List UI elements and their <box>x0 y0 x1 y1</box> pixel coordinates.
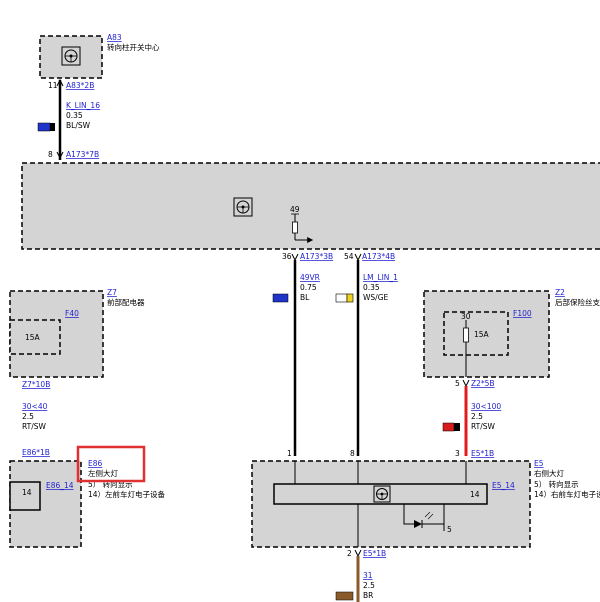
31-signal-link[interactable]: 31 <box>363 571 373 580</box>
z2-component[interactable] <box>423 290 550 378</box>
k-lin-color-code: BL/SW <box>66 121 91 130</box>
f100-pin: 30 <box>461 312 471 321</box>
e5-1b-ref-link[interactable]: E5*1B <box>471 449 494 458</box>
30-100-gauge: 2.5 <box>471 412 483 421</box>
a83-2b-ref-link[interactable]: A83*2B <box>66 81 94 90</box>
z2-ref-link[interactable]: Z2 <box>555 288 565 297</box>
49vr-color-swatch <box>272 293 289 303</box>
e86-function-14: 14）左前车灯电子设备 <box>88 489 166 499</box>
f100-ref-link[interactable]: F100 <box>513 309 532 318</box>
z2-name: 后部保险丝支架 <box>555 297 600 307</box>
fuse-icon <box>292 221 298 234</box>
z7-10b-ref-link[interactable]: Z7*10B <box>22 380 50 389</box>
30-40-signal-link[interactable]: 30<40 <box>22 402 48 411</box>
lm-lin-gauge: 0.35 <box>363 283 380 292</box>
f100-rating: 15A <box>474 330 490 339</box>
e86-name: 左侧大灯 <box>88 468 118 478</box>
e5-sub-ref-link[interactable]: E5_14 <box>492 481 515 490</box>
f40-ref-link[interactable]: F40 <box>65 309 79 318</box>
31-color-code: BR <box>363 591 373 600</box>
highlight-box <box>76 445 146 483</box>
z2-5b-ref-link[interactable]: Z2*5B <box>471 379 495 388</box>
e5-component[interactable] <box>251 460 531 548</box>
30-100-signal-link[interactable]: 30<100 <box>471 402 501 411</box>
30-40-color-code: RT/SW <box>22 422 47 431</box>
lm-lin-color-code: WS/GE <box>363 293 389 302</box>
e5-ref-link[interactable]: E5 <box>534 459 544 468</box>
lm-lin-color-swatch <box>335 293 354 303</box>
a83-2b-pin: 11 <box>48 81 58 90</box>
a173-fuse-pin: 49 <box>290 205 300 214</box>
k-lin-gauge: 0.35 <box>66 111 83 120</box>
a83-component[interactable] <box>39 35 103 79</box>
31-gauge: 2.5 <box>363 581 375 590</box>
f40-rating: 15A <box>25 333 41 342</box>
e86-sub-ref-link[interactable]: E86_14 <box>46 481 74 490</box>
30-100-color-swatch <box>442 422 460 432</box>
a173-7b-pin: 8 <box>48 150 53 159</box>
e86-ref-link[interactable]: E86 <box>88 459 103 468</box>
e86-1b-ref-link[interactable]: E86*1B <box>22 448 50 457</box>
30-40-gauge: 2.5 <box>22 412 34 421</box>
a83-name: 转向柱开关中心 <box>107 42 160 52</box>
e86-component[interactable] <box>9 460 82 548</box>
a173-3b-ref-link[interactable]: A173*3B <box>300 252 333 261</box>
z2-5b-pin: 5 <box>455 379 460 388</box>
a173-7b-ref-link[interactable]: A173*7B <box>66 150 99 159</box>
31-color-swatch <box>335 591 354 601</box>
a173-component[interactable] <box>21 162 600 250</box>
49vr-gauge: 0.75 <box>300 283 317 292</box>
lm-lin-signal-link[interactable]: LM_LIN_1 <box>363 273 398 282</box>
a173-3b-pin: 36 <box>282 252 292 261</box>
e5-pin-1: 1 <box>287 449 292 458</box>
z7-ref-link[interactable]: Z7 <box>107 288 117 297</box>
a83-ref-link[interactable]: A83 <box>107 33 122 42</box>
z7-name: 前部配电器 <box>107 297 145 307</box>
e5-function-14: 14）右前车灯电子设备 <box>534 489 600 499</box>
e5-sub-pin: 14 <box>470 490 480 499</box>
e86-function-5: 5） 转向显示 <box>88 479 133 489</box>
e5-diode-pin: 5 <box>447 525 452 534</box>
e5-function-5: 5） 转向显示 <box>534 479 579 489</box>
k-lin-color-swatch <box>37 122 55 132</box>
e86-sub-pin: 14 <box>22 488 32 497</box>
k-lin-signal-link[interactable]: K_LIN_16 <box>66 101 100 110</box>
a173-4b-ref-link[interactable]: A173*4B <box>362 252 395 261</box>
e5-name: 右侧大灯 <box>534 468 564 478</box>
49vr-color-code: BL <box>300 293 310 302</box>
30-100-color-code: RT/SW <box>471 422 496 431</box>
49vr-signal-link[interactable]: 49VR <box>300 273 320 282</box>
e5-pin-8: 8 <box>350 449 355 458</box>
a173-4b-pin: 54 <box>344 252 354 261</box>
e5-1b-out-pin: 2 <box>347 549 352 558</box>
diode-icon <box>414 520 422 528</box>
e5-pin-3: 3 <box>455 449 460 458</box>
e5-1b-out-ref-link[interactable]: E5*1B <box>363 549 386 558</box>
fuse-icon <box>463 327 469 343</box>
z7-component[interactable] <box>9 290 104 378</box>
